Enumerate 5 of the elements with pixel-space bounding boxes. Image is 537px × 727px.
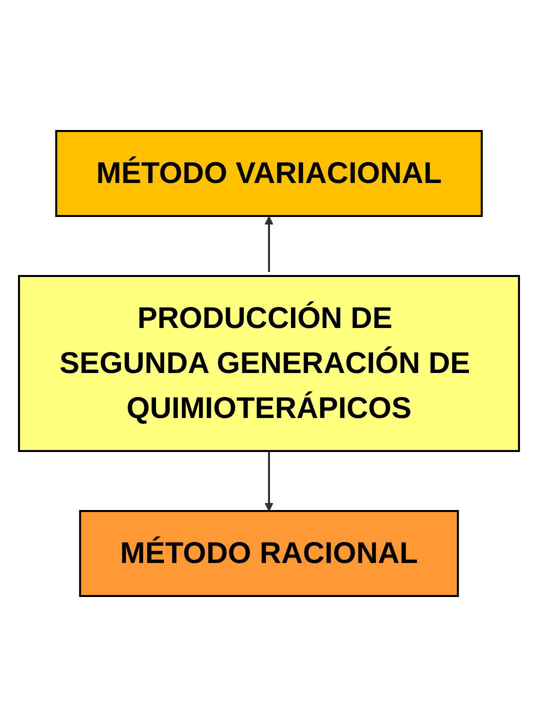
node-box: MÉTODO VARIACIONAL — [54, 130, 482, 217]
node-box: PRODUCCIÓN DE SEGUNDA GENERACIÓN DE QUIMIOTERÁPICOS — [18, 275, 520, 452]
arrow — [264, 216, 273, 272]
node-box: MÉTODO RACIONAL — [78, 510, 458, 597]
arrow — [264, 451, 273, 512]
